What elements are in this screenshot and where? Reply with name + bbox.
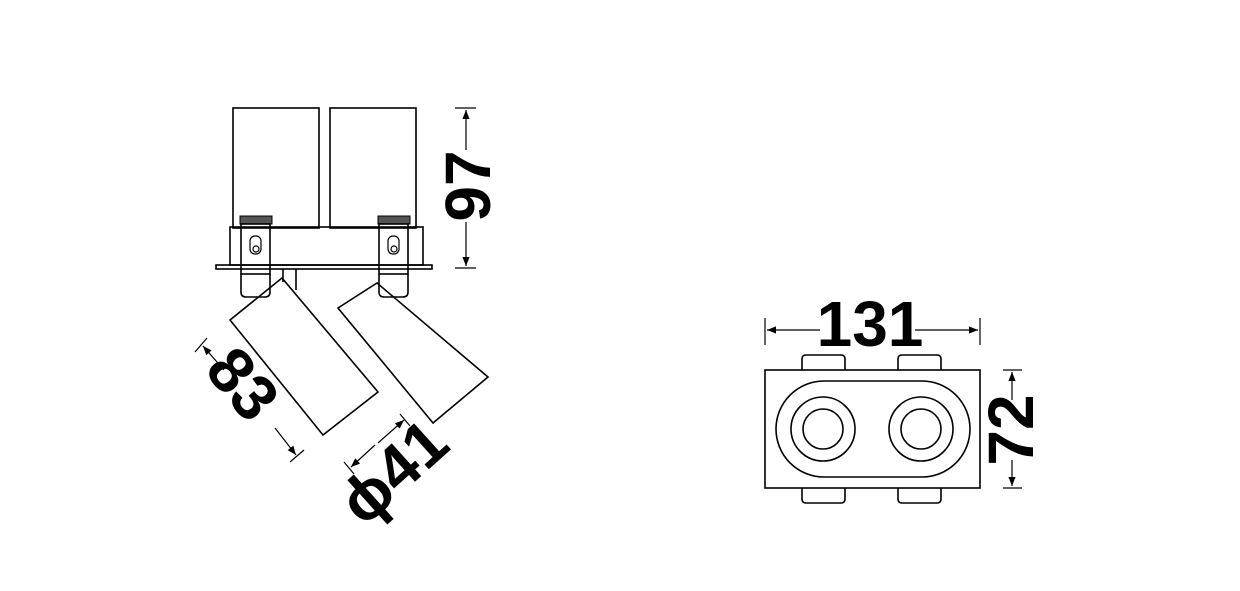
lens-ring-left [790, 396, 856, 462]
dimension-depth: 72 [975, 369, 1047, 489]
height-label: 97 [432, 150, 504, 221]
tab-top-left [801, 354, 846, 370]
lamp-tube-left [228, 276, 380, 437]
tab-bottom-left [801, 488, 846, 504]
length-label: 83 [192, 333, 293, 434]
depth-label: 72 [975, 394, 1047, 465]
dimension-diameter: ϕ41 [325, 405, 462, 538]
dimension-height: 97 [432, 107, 504, 269]
driver-box-right [329, 107, 417, 229]
lamp-tube-right [336, 282, 490, 425]
dimension-length: 83 [192, 333, 305, 463]
trim-frame [764, 369, 981, 489]
lens-right [900, 408, 942, 450]
diameter-label: ϕ41 [325, 405, 462, 538]
spring-clip-left [239, 215, 273, 298]
flange [215, 264, 433, 270]
front-view: 131 72 [764, 288, 1047, 504]
driver-box-left [232, 107, 320, 229]
dimension-width: 131 [764, 288, 981, 360]
tab-top-right [897, 354, 942, 370]
lens-ring-right [888, 396, 954, 462]
bezel-outline [775, 380, 971, 478]
tab-bottom-right [897, 488, 942, 504]
lens-left [802, 408, 844, 450]
side-view: 97 83 ϕ41 [192, 107, 504, 538]
width-label: 131 [817, 288, 924, 360]
